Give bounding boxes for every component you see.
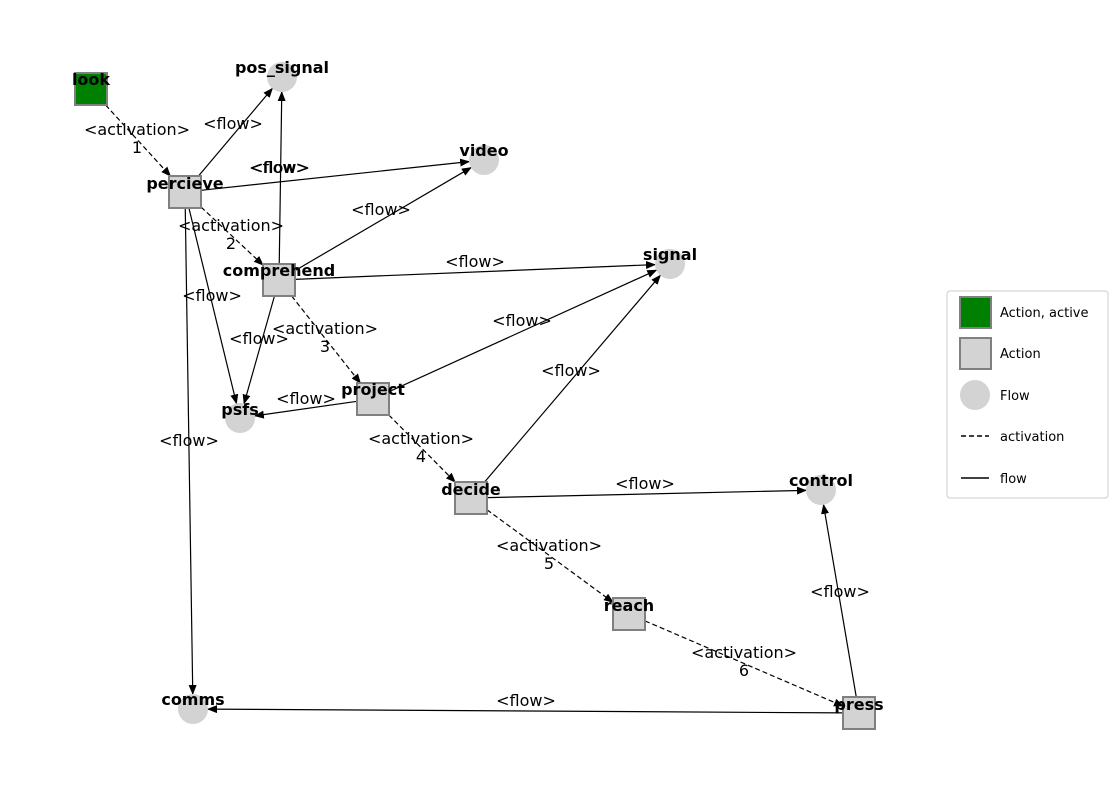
edge-label-reach-to-press: <activation> xyxy=(691,643,797,662)
node-label-psfs: psfs xyxy=(221,400,258,419)
legend-label-activation_line: activation xyxy=(1000,430,1064,445)
flow-edge-percieve-to-psfs xyxy=(188,207,239,405)
edge-label-decide-to-reach: <activation> xyxy=(496,536,602,555)
edge-label-comprehend-to-project: <activation> xyxy=(272,319,378,338)
flow-edge-percieve-to-video xyxy=(200,158,471,191)
edge-label-look-to-percieve: <activation> xyxy=(84,120,190,139)
node-label-comprehend: comprehend xyxy=(223,261,335,280)
edge-label-percieve-to-comprehend: <activation> xyxy=(178,216,284,235)
legend-label-action_active: Action, active xyxy=(1000,306,1089,321)
action-node-reach xyxy=(612,597,646,631)
edge-order-percieve-to-comprehend: 2 xyxy=(226,234,236,253)
edge-label-percieve-to-psfs: <flow> xyxy=(182,286,242,305)
activation-edge-comprehend-to-project xyxy=(291,295,361,384)
legend-label-flow: Flow xyxy=(1000,389,1030,404)
flow-edge-project-to-psfs xyxy=(253,400,358,419)
flow-edge-decide-to-control xyxy=(486,486,808,499)
flow-node-psfs xyxy=(225,403,255,433)
flow-edge-press-to-control xyxy=(821,503,857,698)
edge-order-decide-to-reach: 5 xyxy=(544,554,554,573)
node-label-look: look xyxy=(72,70,110,89)
edge-order-comprehend-to-project: 3 xyxy=(320,337,330,356)
edge-label-comprehend-to-psfs: <flow> xyxy=(229,329,289,348)
edge-label-project-to-decide: <activation> xyxy=(368,429,474,448)
flow-edge-press-to-comms xyxy=(206,705,844,714)
node-label-signal: signal xyxy=(643,245,697,264)
edge-label-press-to-control: <flow> xyxy=(810,582,870,601)
node-label-pos_signal: pos_signal xyxy=(235,58,329,77)
flow-edge-project-to-signal xyxy=(388,269,658,393)
flow-edge-comprehend-to-signal xyxy=(294,260,657,280)
edge-label-percieve-to-pos_signal: <flow> xyxy=(203,114,263,133)
flow-node-signal xyxy=(655,249,685,279)
action-node-comprehend xyxy=(262,263,296,297)
node-label-control: control xyxy=(789,471,853,490)
edge-label-percieve-to-video: <flow> xyxy=(250,158,310,177)
activation-edge-reach-to-press xyxy=(644,620,844,707)
legend-label-action: Action xyxy=(1000,347,1041,362)
edge-label-project-to-signal: <flow> xyxy=(492,311,552,330)
edge-label-comprehend-to-video: <flow> xyxy=(351,200,411,219)
edge-label-percieve-to-comms: <flow> xyxy=(159,431,219,450)
node-label-reach: reach xyxy=(604,596,654,615)
activation-edge-decide-to-reach xyxy=(486,509,614,603)
activation-edge-look-to-percieve xyxy=(105,104,172,177)
edge-label-project-to-psfs: <flow> xyxy=(276,389,336,408)
edge-label-decide-to-control: <flow> xyxy=(615,474,675,493)
flow-node-comms xyxy=(178,694,208,724)
action-node-percieve xyxy=(168,175,202,209)
edge-order-look-to-percieve: 1 xyxy=(132,138,142,157)
activation-edge-percieve-to-comprehend xyxy=(200,206,264,266)
action-node-press xyxy=(842,696,876,730)
node-label-comms: comms xyxy=(161,690,224,709)
legend-label-flow_line: flow xyxy=(1000,472,1027,487)
edge-label-press-to-comms: <flow> xyxy=(496,691,556,710)
flow-edge-percieve-to-comms xyxy=(184,207,197,696)
node-label-video: video xyxy=(459,141,508,160)
edge-label-comprehend-to-signal: <flow> xyxy=(445,252,505,271)
node-label-percieve: percieve xyxy=(146,174,223,193)
flow-node-video xyxy=(469,145,499,175)
node-label-project: project xyxy=(341,380,405,399)
flow-edge-comprehend-to-video xyxy=(294,167,472,272)
legend-swatch-action_active xyxy=(959,296,992,329)
action-node-look xyxy=(74,72,108,106)
flow-edge-comprehend-to-pos_signal xyxy=(277,90,286,265)
flow-edge-comprehend-to-psfs xyxy=(242,295,276,405)
node-label-press: press xyxy=(834,695,883,714)
legend-swatch-action xyxy=(959,337,992,370)
flow-node-pos_signal xyxy=(267,62,297,92)
legend-swatch-flow xyxy=(960,380,990,410)
edge-label-comprehend-to-pos_signal: <flow> xyxy=(249,158,309,177)
flow-node-control xyxy=(806,475,836,505)
flow-edge-decide-to-signal xyxy=(484,274,661,483)
action-node-decide xyxy=(454,481,488,515)
edge-order-reach-to-press: 6 xyxy=(739,661,749,680)
edge-order-project-to-decide: 4 xyxy=(416,447,426,466)
node-label-decide: decide xyxy=(441,480,501,499)
action-node-project xyxy=(356,382,390,416)
edge-label-decide-to-signal: <flow> xyxy=(541,361,601,380)
flow-edge-percieve-to-pos_signal xyxy=(198,87,273,177)
